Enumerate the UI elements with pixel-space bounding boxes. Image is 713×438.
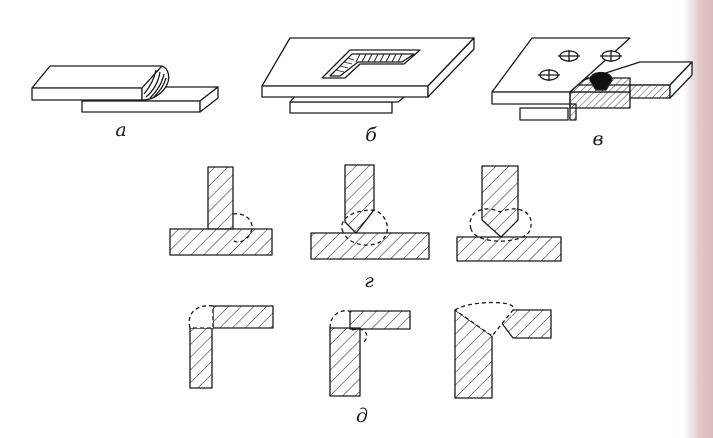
slot-joint-drawing xyxy=(261,37,475,114)
lap-joint-drawing xyxy=(31,65,219,113)
plug-joint-drawing xyxy=(491,37,693,121)
caption-a: а xyxy=(115,119,127,141)
caption-b: б xyxy=(365,124,377,146)
caption-g: г xyxy=(364,270,374,292)
corner-joints-drawing xyxy=(188,301,552,399)
caption-v: в xyxy=(592,128,604,150)
tee-joints-drawing xyxy=(169,164,562,262)
caption-d: д xyxy=(355,405,369,427)
